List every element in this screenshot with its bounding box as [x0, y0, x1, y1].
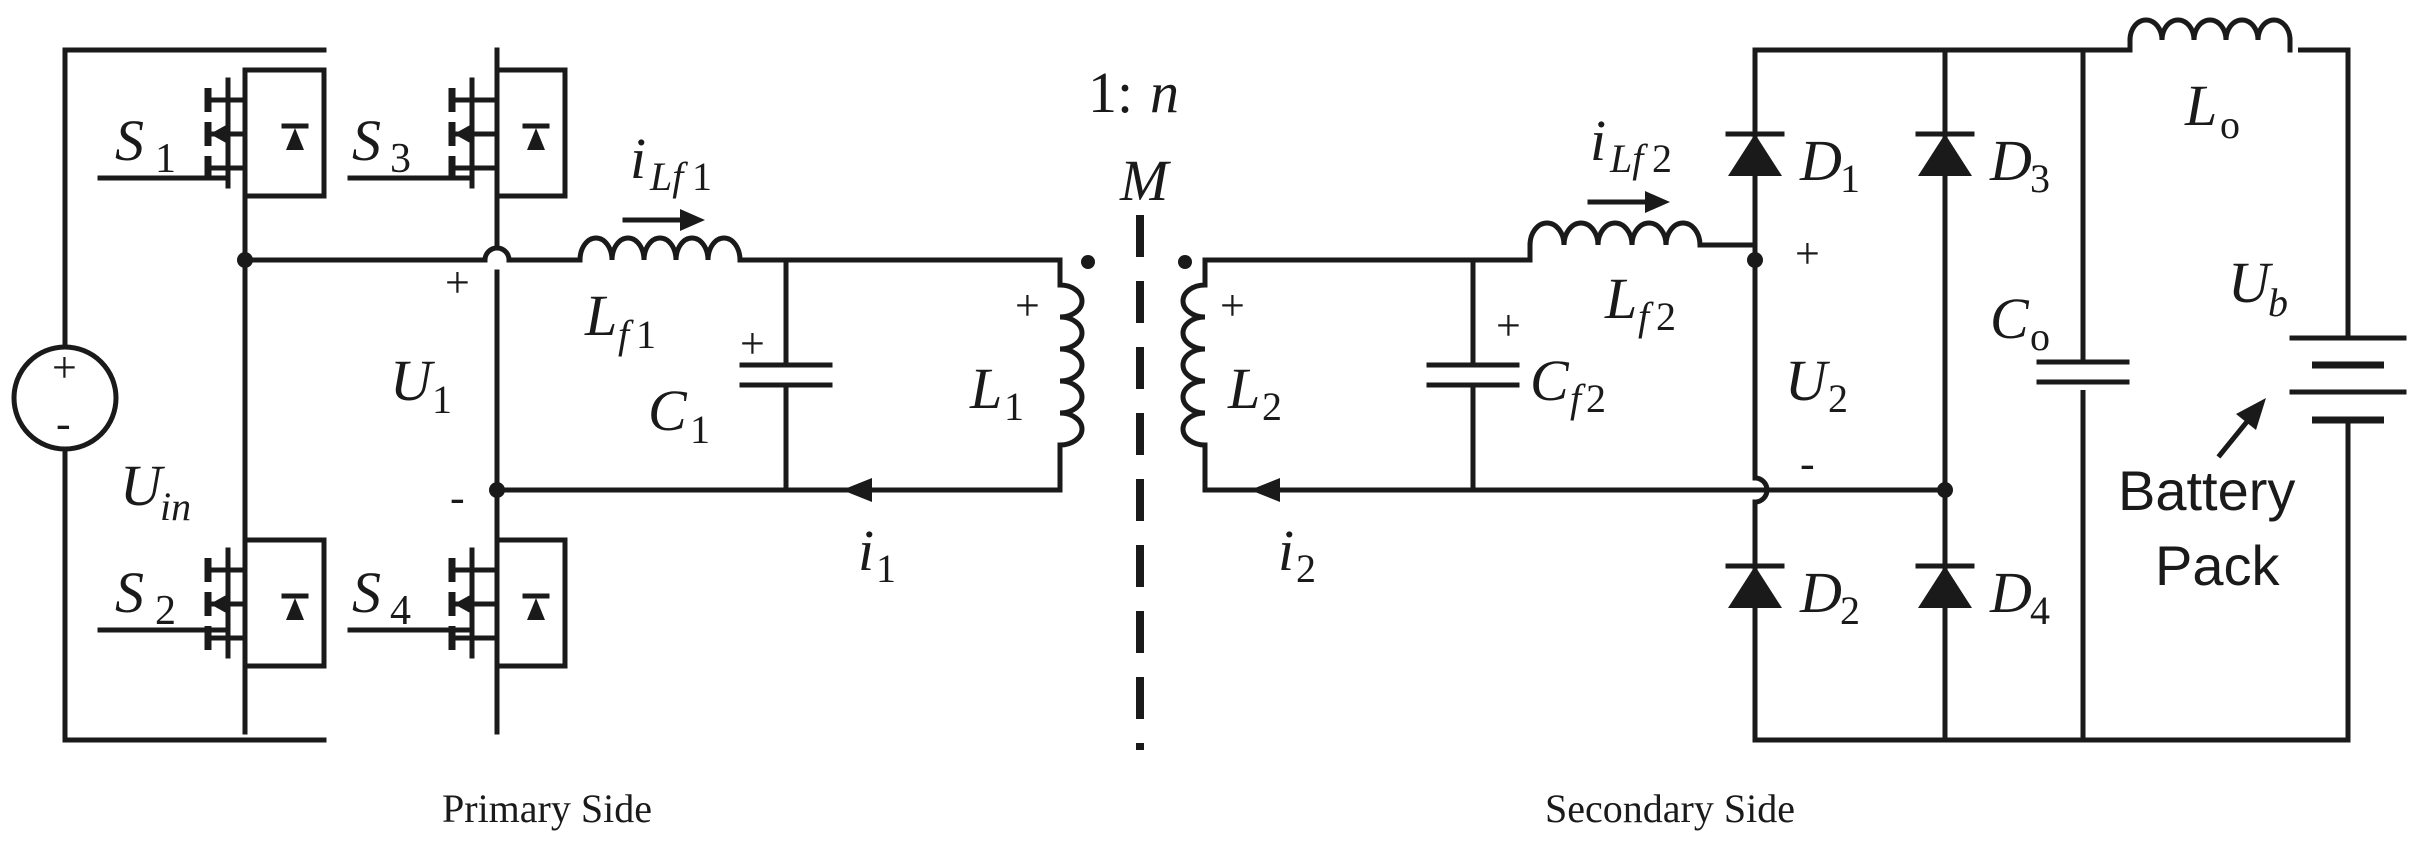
svg-text:4: 4 [2030, 588, 2050, 633]
svg-text:Battery: Battery [2118, 459, 2295, 522]
svg-text:1: 1 [432, 377, 452, 422]
svg-text:-: - [450, 473, 465, 522]
svg-text:2: 2 [1296, 546, 1316, 591]
svg-text:b: b [2268, 280, 2288, 325]
svg-text:1: 1 [1004, 384, 1024, 429]
svg-text:2: 2 [1840, 588, 1860, 633]
svg-text:U: U [1785, 348, 1831, 413]
svg-text:in: in [160, 484, 191, 529]
capacitor-c1: + C 1 [648, 257, 833, 493]
capacitor-cf2: + C f 2 [1426, 257, 1606, 493]
svg-text:Lf: Lf [1609, 136, 1648, 181]
diode-d1: D 1 [1725, 128, 1860, 201]
svg-text:C: C [1990, 286, 2030, 351]
diode-d3: D 3 [1915, 128, 2050, 201]
svg-text:-: - [56, 399, 71, 448]
diode-d4: D 4 [1915, 560, 2050, 633]
caption-primary-side: Primary Side [442, 786, 652, 831]
svg-text:1: 1 [636, 312, 656, 357]
svg-text:+: + [445, 258, 470, 307]
inductor-l1: + L 1 [969, 255, 1095, 493]
svg-text:4: 4 [390, 588, 411, 634]
svg-text:D: D [1799, 560, 1842, 625]
svg-text:U: U [120, 453, 166, 518]
svg-text:-: - [1800, 439, 1815, 488]
svg-text:+: + [740, 319, 765, 368]
junction-dot [237, 252, 253, 268]
inductor-lf1: i Lf 1 L f 1 [577, 126, 1063, 357]
svg-text:3: 3 [390, 136, 411, 182]
svg-text:U: U [390, 348, 436, 413]
svg-text:3: 3 [2030, 156, 2050, 201]
svg-text:f: f [1638, 294, 1654, 339]
svg-text:C: C [648, 378, 688, 443]
svg-text:D: D [1799, 128, 1842, 193]
mosfet-s2: S 2 [97, 537, 327, 669]
svg-text:i: i [858, 518, 874, 583]
svg-text:1: 1 [692, 154, 712, 199]
capacitor-co: C o [1990, 286, 2140, 390]
svg-text:f: f [1570, 376, 1586, 421]
svg-text:+: + [1795, 229, 1820, 278]
svg-text:S: S [115, 108, 144, 173]
svg-text:2: 2 [1656, 294, 1676, 339]
svg-text:i: i [630, 126, 646, 191]
svg-text:2: 2 [1586, 376, 1606, 421]
svg-text:+: + [1220, 281, 1245, 330]
mosfet-s3: S 3 [347, 67, 568, 199]
svg-text:1: 1 [1840, 156, 1860, 201]
svg-text:n: n [1150, 60, 1179, 125]
primary-return-path: i 1 [577, 478, 1063, 591]
svg-text:1:: 1: [1088, 60, 1133, 125]
dc-source-uin: + - [11, 47, 119, 743]
inductor-lo: L o [2127, 17, 2298, 147]
diode-d2: D 2 [1725, 560, 1860, 633]
svg-text:C: C [1530, 348, 1570, 413]
svg-text:o: o [2030, 314, 2050, 359]
transformer-core: 1: n M [1088, 60, 1179, 750]
mosfet-s1: S 1 [97, 67, 327, 199]
svg-text:S: S [115, 560, 144, 625]
svg-text:L: L [2184, 73, 2217, 138]
svg-text:D: D [1989, 128, 2032, 193]
battery-ub: U b Battery Pack [2118, 47, 2407, 743]
svg-text:1: 1 [690, 407, 710, 452]
svg-text:D: D [1989, 560, 2032, 625]
svg-text:2: 2 [1828, 376, 1848, 421]
svg-text:L: L [1227, 356, 1260, 421]
svg-text:2: 2 [1262, 384, 1282, 429]
svg-text:L: L [969, 356, 1002, 421]
svg-text:+: + [1015, 281, 1040, 330]
inductor-lf2: i Lf 2 L f 2 [1527, 108, 1758, 339]
svg-text:i: i [1590, 108, 1606, 173]
primary-bridge-wiring [62, 47, 583, 743]
primary-labels: U in U 1 + - [120, 258, 470, 529]
junction-dot [489, 482, 505, 498]
mosfet-s4: S 4 [347, 537, 568, 669]
svg-text:Pack: Pack [2155, 534, 2280, 597]
svg-text:i: i [1278, 518, 1294, 583]
svg-text:L: L [1604, 266, 1637, 331]
svg-text:1: 1 [876, 546, 896, 591]
svg-text:+: + [1496, 301, 1521, 350]
svg-text:S: S [352, 108, 381, 173]
caption-secondary-side: Secondary Side [1545, 786, 1795, 831]
svg-text:L: L [584, 283, 617, 348]
svg-text:2: 2 [1652, 136, 1672, 181]
svg-text:Lf: Lf [649, 154, 688, 199]
svg-text:f: f [618, 312, 634, 357]
svg-text:o: o [2220, 102, 2240, 147]
svg-text:+: + [52, 343, 77, 392]
svg-text:S: S [352, 560, 381, 625]
svg-text:M: M [1119, 148, 1171, 213]
svg-text:U: U [2228, 250, 2274, 315]
svg-text:2: 2 [155, 588, 176, 634]
svg-text:1: 1 [155, 136, 176, 182]
